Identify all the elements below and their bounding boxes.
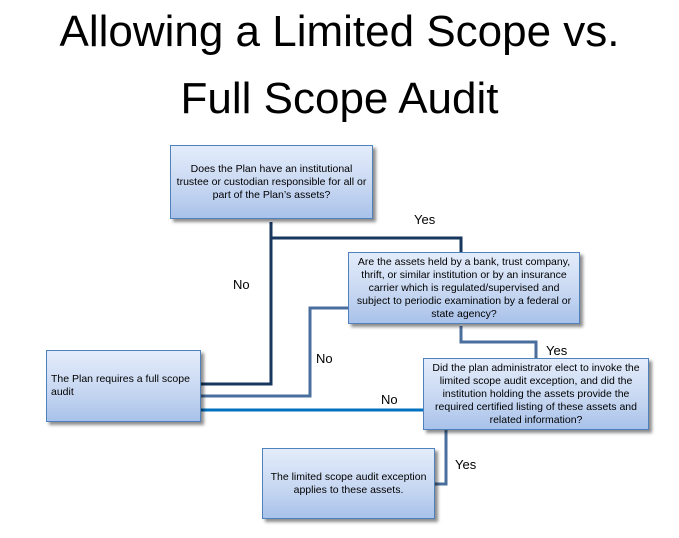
slide-title-line-2: Full Scope Audit [180,74,499,123]
question-regulated-institution-box: Are the assets held by a bank, trust com… [348,252,580,324]
connector-q1-yes [269,222,463,252]
question-regulated-institution-text: Are the assets held by a bank, trust com… [356,255,572,320]
label-q3-no: No [381,392,398,407]
label-q3-yes: Yes [455,457,477,472]
connector-q2-no [201,306,348,398]
label-q2-yes: Yes [546,343,568,358]
label-q1-yes: Yes [414,212,436,227]
label-q2-no: No [316,351,333,366]
outcome-limited-scope-box: The limited scope audit exception applie… [262,448,435,519]
slide-title-line-1: Allowing a Limited Scope vs. [59,7,620,56]
connector-q3-yes [435,430,448,486]
connector-q2-yes [459,326,538,358]
outcome-limited-scope-text: The limited scope audit exception applie… [270,470,427,496]
question-institutional-trustee-box: Does the Plan have an institutional trus… [170,145,373,219]
question-institutional-trustee-text: Does the Plan have an institutional trus… [176,162,367,201]
outcome-full-scope-box: The Plan requires a full scope audit [46,350,201,422]
label-q1-no: No [233,277,250,292]
question-limited-scope-election-text: Did the plan administrator elect to invo… [432,361,640,426]
connector-q1-no [201,238,273,386]
question-limited-scope-election-box: Did the plan administrator elect to invo… [423,358,649,430]
outcome-full-scope-text: The Plan requires a full scope audit [51,373,190,398]
